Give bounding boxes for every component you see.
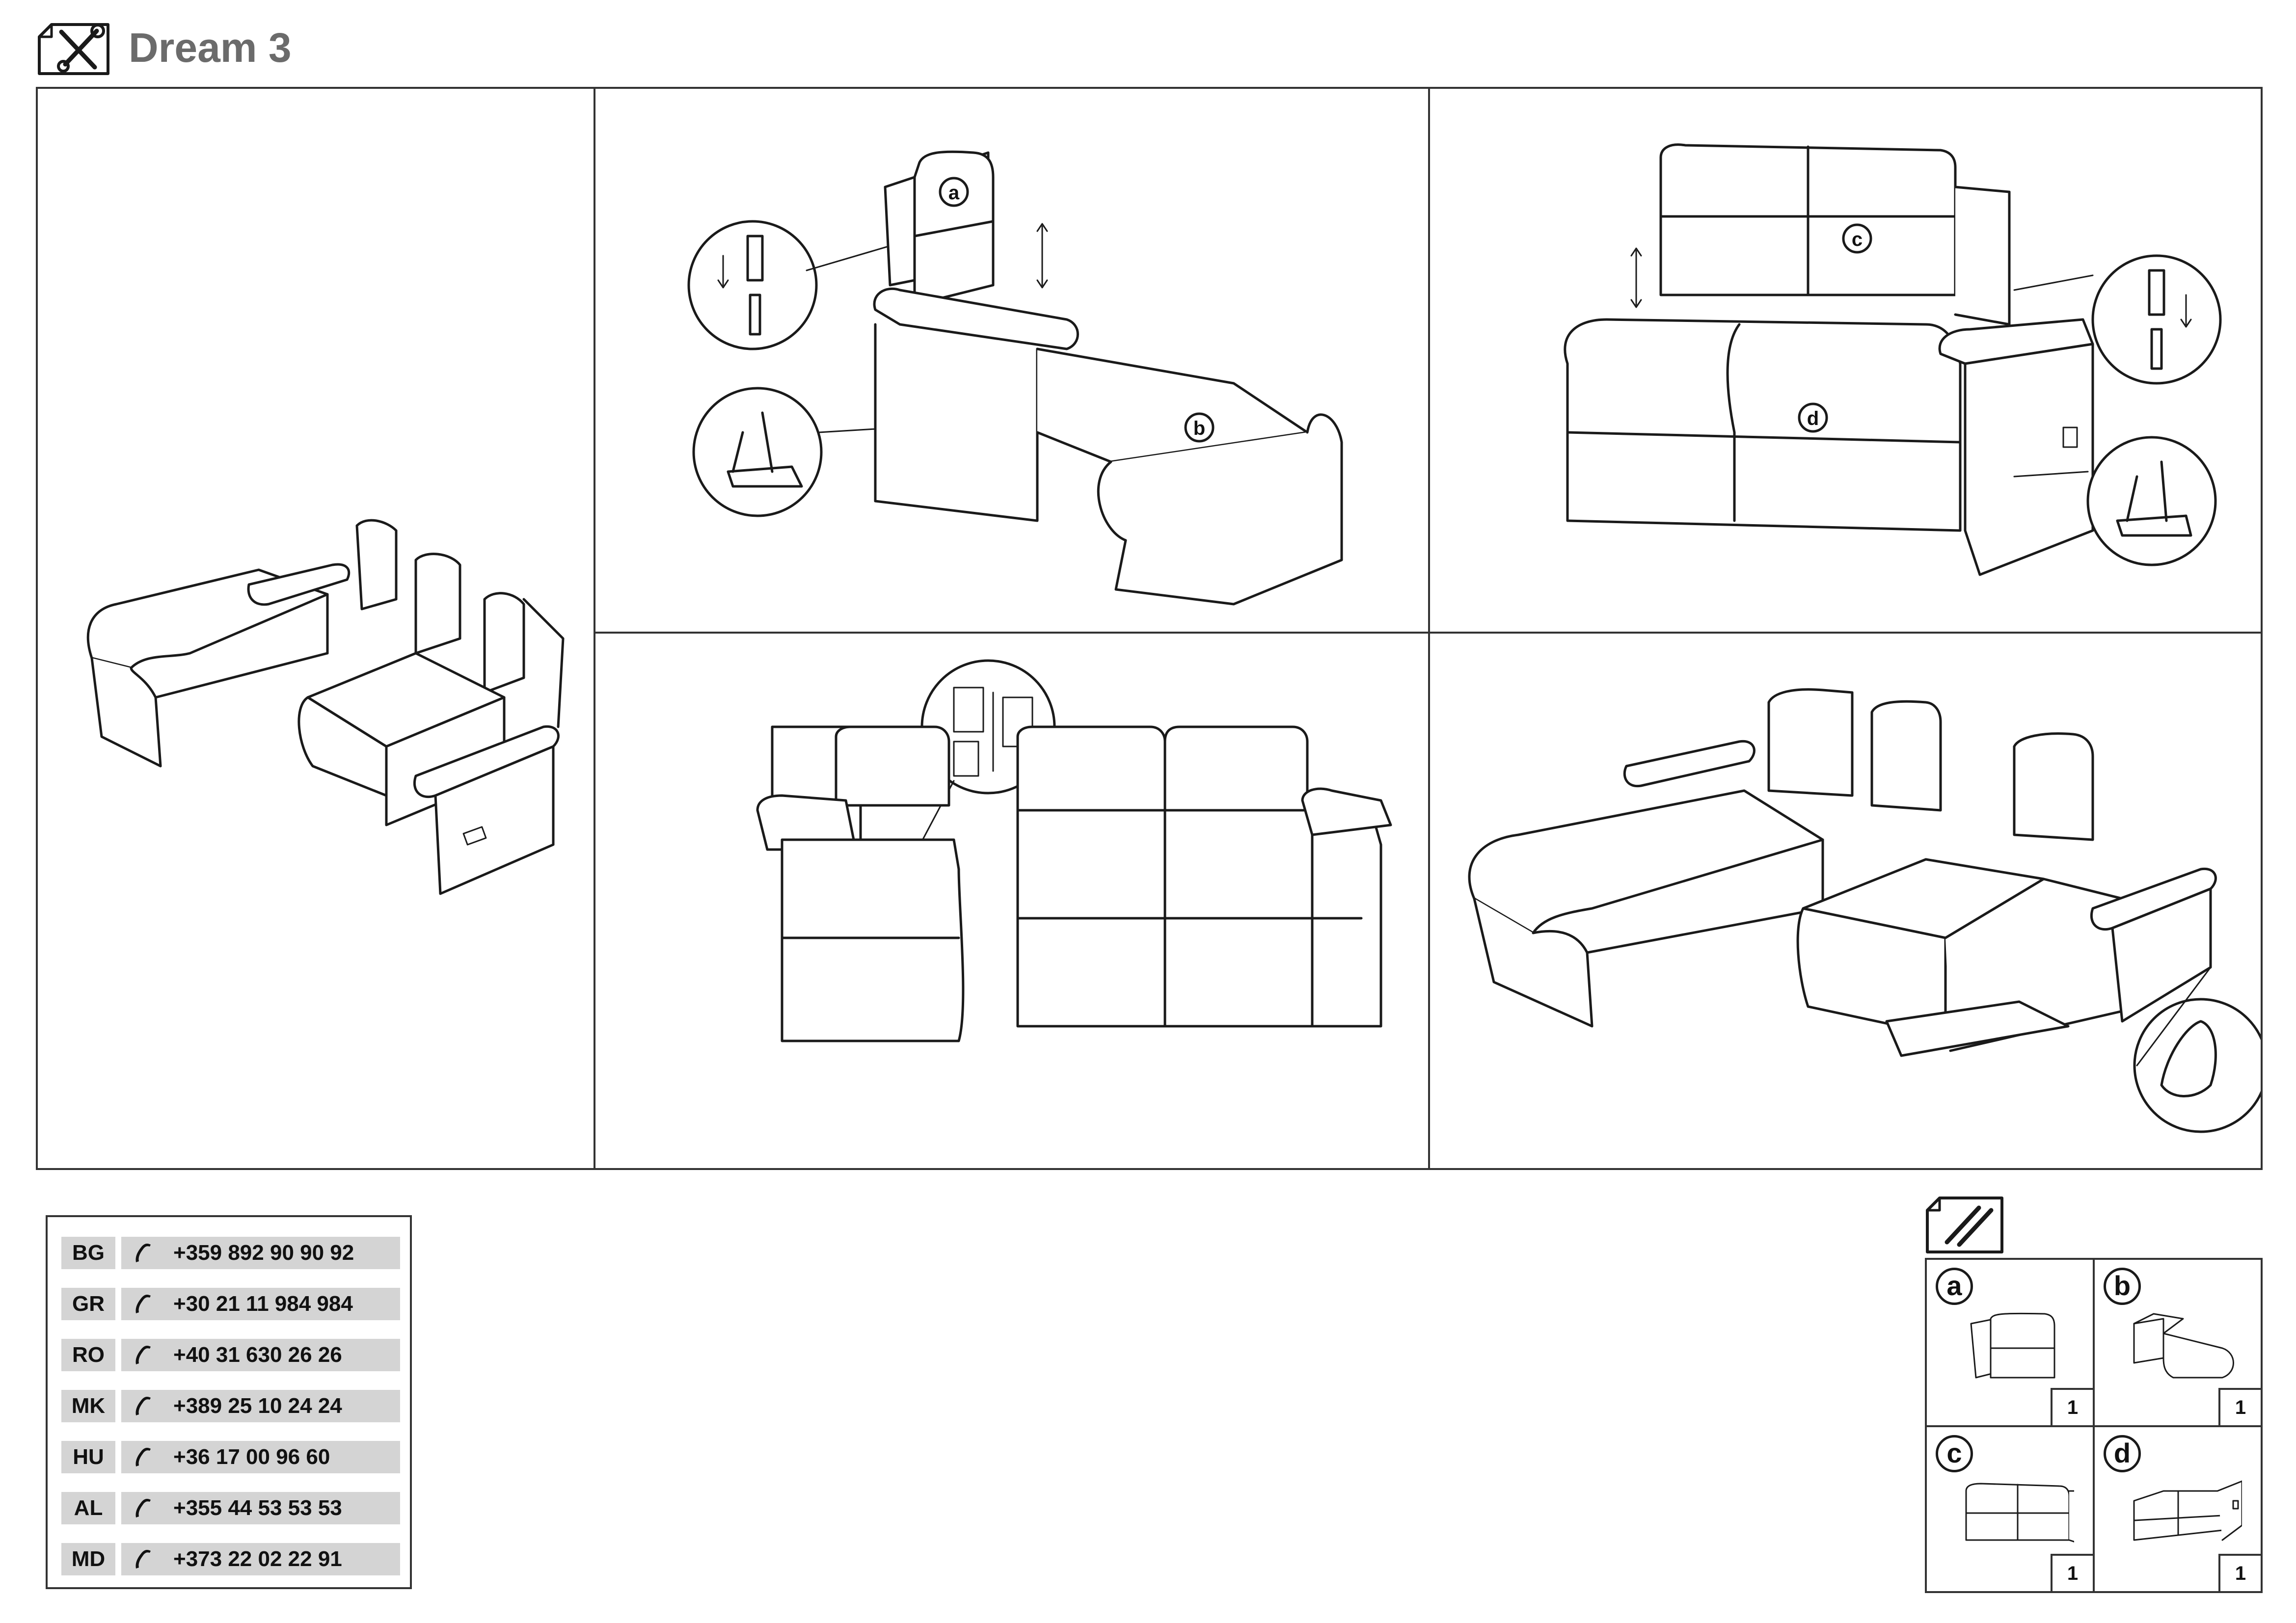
part-letter: c [1936,1435,1973,1472]
part-quantity: 1 [2051,1388,2093,1425]
phone-field[interactable]: +40 31 630 26 26 [121,1339,400,1371]
detail-leg-circle [692,387,823,517]
panel-divider [1428,89,1430,1168]
label-a: a [948,182,960,204]
service-contacts-table: BG +359 892 90 90 92 GR +30 21 11 984 98… [46,1215,412,1589]
part-cell-d[interactable]: d 1 [2095,1427,2261,1591]
country-code: AL [61,1492,115,1524]
step-2-panel: a b [595,89,1428,632]
assembly-steps-frame: a b c d [36,87,2263,1170]
phone-icon [135,1346,151,1364]
step-3-panel: c d [1430,89,2261,632]
contact-row: HU +36 17 00 96 60 [61,1441,400,1473]
part-cell-a[interactable]: a 1 [1927,1260,2093,1425]
parts-list-icon [1925,1196,2004,1254]
part-c-back-drawing [1965,1483,2074,1543]
part-cell-b[interactable]: b 1 [2095,1260,2261,1425]
phone-number: +36 17 00 96 60 [173,1445,330,1469]
assembled-sofa-drawing [86,519,565,895]
detail-leg-circle [2086,436,2217,566]
contact-row: MD +373 22 02 22 91 [61,1543,400,1575]
panel-divider [595,632,2261,634]
phone-number: +30 21 11 984 984 [173,1292,353,1316]
phone-field[interactable]: +389 25 10 24 24 [121,1390,400,1422]
detail-latch-circle [2091,254,2222,385]
label-c: c [1852,229,1863,250]
label-d: d [1807,408,1819,429]
document-title: Dream 3 [129,25,292,71]
detail-latch-circle [687,220,818,350]
recliner-pull-handle-icon [2133,998,2261,1133]
part-quantity: 1 [2218,1554,2261,1591]
part-quantity: 1 [2051,1554,2093,1591]
country-code: GR [61,1288,115,1320]
phone-number: +355 44 53 53 53 [173,1496,342,1520]
country-code: MD [61,1543,115,1575]
contact-row: BG +359 892 90 90 92 [61,1237,400,1269]
phone-number: +373 22 02 22 91 [173,1547,342,1571]
phone-icon [135,1295,151,1313]
tools-icon [37,22,110,76]
panel-divider [594,89,595,1168]
part-b-chaise-drawing [2133,1313,2234,1379]
phone-icon [135,1244,151,1262]
country-code: RO [61,1339,115,1371]
part-cell-c[interactable]: c 1 [1927,1427,2093,1591]
phone-icon [135,1550,151,1569]
parts-grid: a 1 b 1 c 1 d 1 [1925,1258,2263,1593]
contact-row: AL +355 44 53 53 53 [61,1492,400,1524]
step-5-panel [1430,634,2261,1168]
label-b: b [1193,418,1205,439]
part-quantity: 1 [2218,1388,2261,1425]
part-letter: b [2104,1268,2141,1305]
phone-field[interactable]: +359 892 90 90 92 [121,1237,400,1269]
part-a-backrest-drawing [1970,1312,2055,1379]
contact-row: MK +389 25 10 24 24 [61,1390,400,1422]
phone-number: +359 892 90 90 92 [173,1241,354,1265]
phone-icon [135,1397,151,1415]
part-letter: d [2104,1435,2141,1472]
phone-number: +40 31 630 26 26 [173,1343,342,1367]
part-d-seat-drawing [2133,1480,2242,1541]
phone-field[interactable]: +30 21 11 984 984 [121,1288,400,1320]
country-code: BG [61,1237,115,1269]
step-4-panel [595,634,1428,1168]
phone-field[interactable]: +36 17 00 96 60 [121,1441,400,1473]
phone-field[interactable]: +355 44 53 53 53 [121,1492,400,1524]
contact-row: GR +30 21 11 984 984 [61,1288,400,1320]
grid-divider [1927,1425,2261,1427]
part-letter: a [1936,1268,1973,1305]
phone-field[interactable]: +373 22 02 22 91 [121,1543,400,1575]
phone-icon [135,1448,151,1466]
contact-row: RO +40 31 630 26 26 [61,1339,400,1371]
step-1-overview-panel [38,89,594,1168]
phone-icon [135,1499,151,1517]
country-code: MK [61,1390,115,1422]
country-code: HU [61,1441,115,1473]
phone-number: +389 25 10 24 24 [173,1394,342,1418]
